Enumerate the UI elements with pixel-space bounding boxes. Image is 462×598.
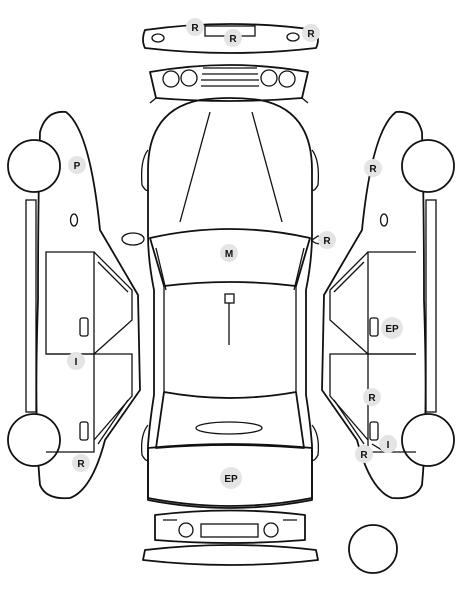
- svg-text:EP: EP: [224, 474, 238, 485]
- svg-text:EP: EP: [385, 324, 399, 335]
- svg-text:I: I: [75, 357, 78, 368]
- rear-view[interactable]: [154, 509, 306, 544]
- svg-text:R: R: [369, 164, 377, 175]
- badge-right-rear-quarter[interactable]: R: [363, 388, 381, 406]
- badge-left-rear-door-top[interactable]: I: [67, 352, 85, 370]
- badge-hood[interactable]: M: [220, 244, 238, 262]
- badge-left-front-fender[interactable]: P: [68, 156, 86, 174]
- svg-text:R: R: [368, 393, 376, 404]
- badge-left-rear-quarter[interactable]: R: [72, 454, 90, 472]
- svg-text:P: P: [74, 161, 81, 172]
- front-grille[interactable]: [149, 64, 309, 104]
- svg-text:I: I: [387, 440, 390, 451]
- svg-text:R: R: [323, 236, 331, 247]
- badge-front-bumper-left[interactable]: R: [186, 18, 204, 36]
- badge-right-rear-door[interactable]: EP: [381, 317, 403, 339]
- svg-text:R: R: [307, 29, 315, 40]
- svg-text:R: R: [191, 23, 199, 34]
- badge-right-mirror[interactable]: R: [318, 231, 336, 249]
- svg-text:R: R: [229, 34, 237, 45]
- badge-right-rear-wheel-indicator[interactable]: I: [379, 435, 397, 453]
- svg-text:M: M: [225, 249, 233, 260]
- badge-right-front-fender[interactable]: R: [364, 159, 382, 177]
- svg-text:R: R: [77, 459, 85, 470]
- car-body-top[interactable]: [121, 97, 324, 509]
- left-side-view[interactable]: [7, 110, 141, 500]
- spare-wheel[interactable]: [348, 524, 398, 574]
- badge-right-rear-wheel-arch[interactable]: R: [355, 445, 373, 463]
- badge-front-bumper-center[interactable]: R: [224, 29, 242, 47]
- rear-bumper[interactable]: [142, 544, 319, 566]
- badge-trunk[interactable]: EP: [220, 467, 242, 489]
- badge-front-bumper-right[interactable]: R: [302, 24, 320, 42]
- right-side-view[interactable]: [321, 110, 455, 500]
- svg-text:R: R: [360, 450, 368, 461]
